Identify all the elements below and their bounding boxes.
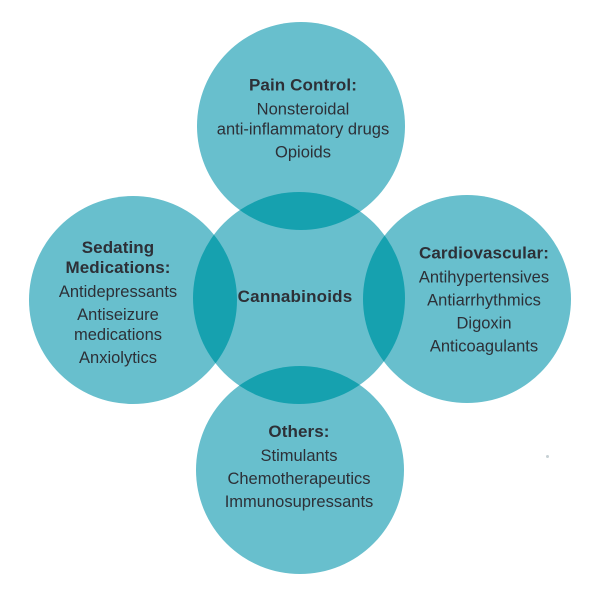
heading-pain-control: Pain Control:	[248, 75, 357, 95]
heading-sedating-medications: Sedating Medications:	[65, 238, 171, 277]
item-anxiolytics: Anxiolytics	[79, 349, 157, 367]
item-chemotherapeutics: Chemotherapeutics	[227, 470, 371, 488]
label-block-others: Others: Stimulants Chemotherapeutics Imm…	[225, 422, 374, 512]
center-label-cannabinoids: Cannabinoids	[237, 287, 353, 306]
circle-sedating-medications	[29, 196, 237, 404]
circle-cardiovascular	[363, 195, 571, 403]
item-nsaids: Nonsteroidal anti-inflammatory drugs	[216, 100, 390, 139]
label-block-cardiovascular: Cardiovascular: Antihypertensives Antiar…	[419, 244, 549, 357]
label-block-sedating-medications: Sedating Medications: Antidepressants An…	[59, 238, 177, 368]
circle-cannabinoids-center	[193, 192, 405, 404]
speck-artifact	[546, 455, 549, 458]
heading-others: Others:	[268, 422, 330, 441]
item-antiseizure-medications: Antiseizure medications	[73, 306, 163, 344]
item-antiarrhythmics: Antiarrhythmics	[427, 291, 541, 310]
item-antihypertensives: Antihypertensives	[418, 268, 550, 287]
circle-others	[196, 366, 404, 574]
item-immunosupressants: Immunosupressants	[224, 493, 374, 511]
item-digoxin: Digoxin	[456, 314, 512, 333]
label-block-pain-control: Pain Control: Nonsteroidal anti-inflamma…	[217, 76, 389, 163]
item-opioids: Opioids	[275, 143, 331, 162]
item-anticoagulants: Anticoagulants	[429, 337, 539, 356]
heading-cardiovascular: Cardiovascular:	[419, 243, 549, 263]
circle-pain-control	[197, 22, 405, 230]
item-antidepressants: Antidepressants	[58, 283, 178, 301]
item-stimulants: Stimulants	[260, 447, 338, 465]
